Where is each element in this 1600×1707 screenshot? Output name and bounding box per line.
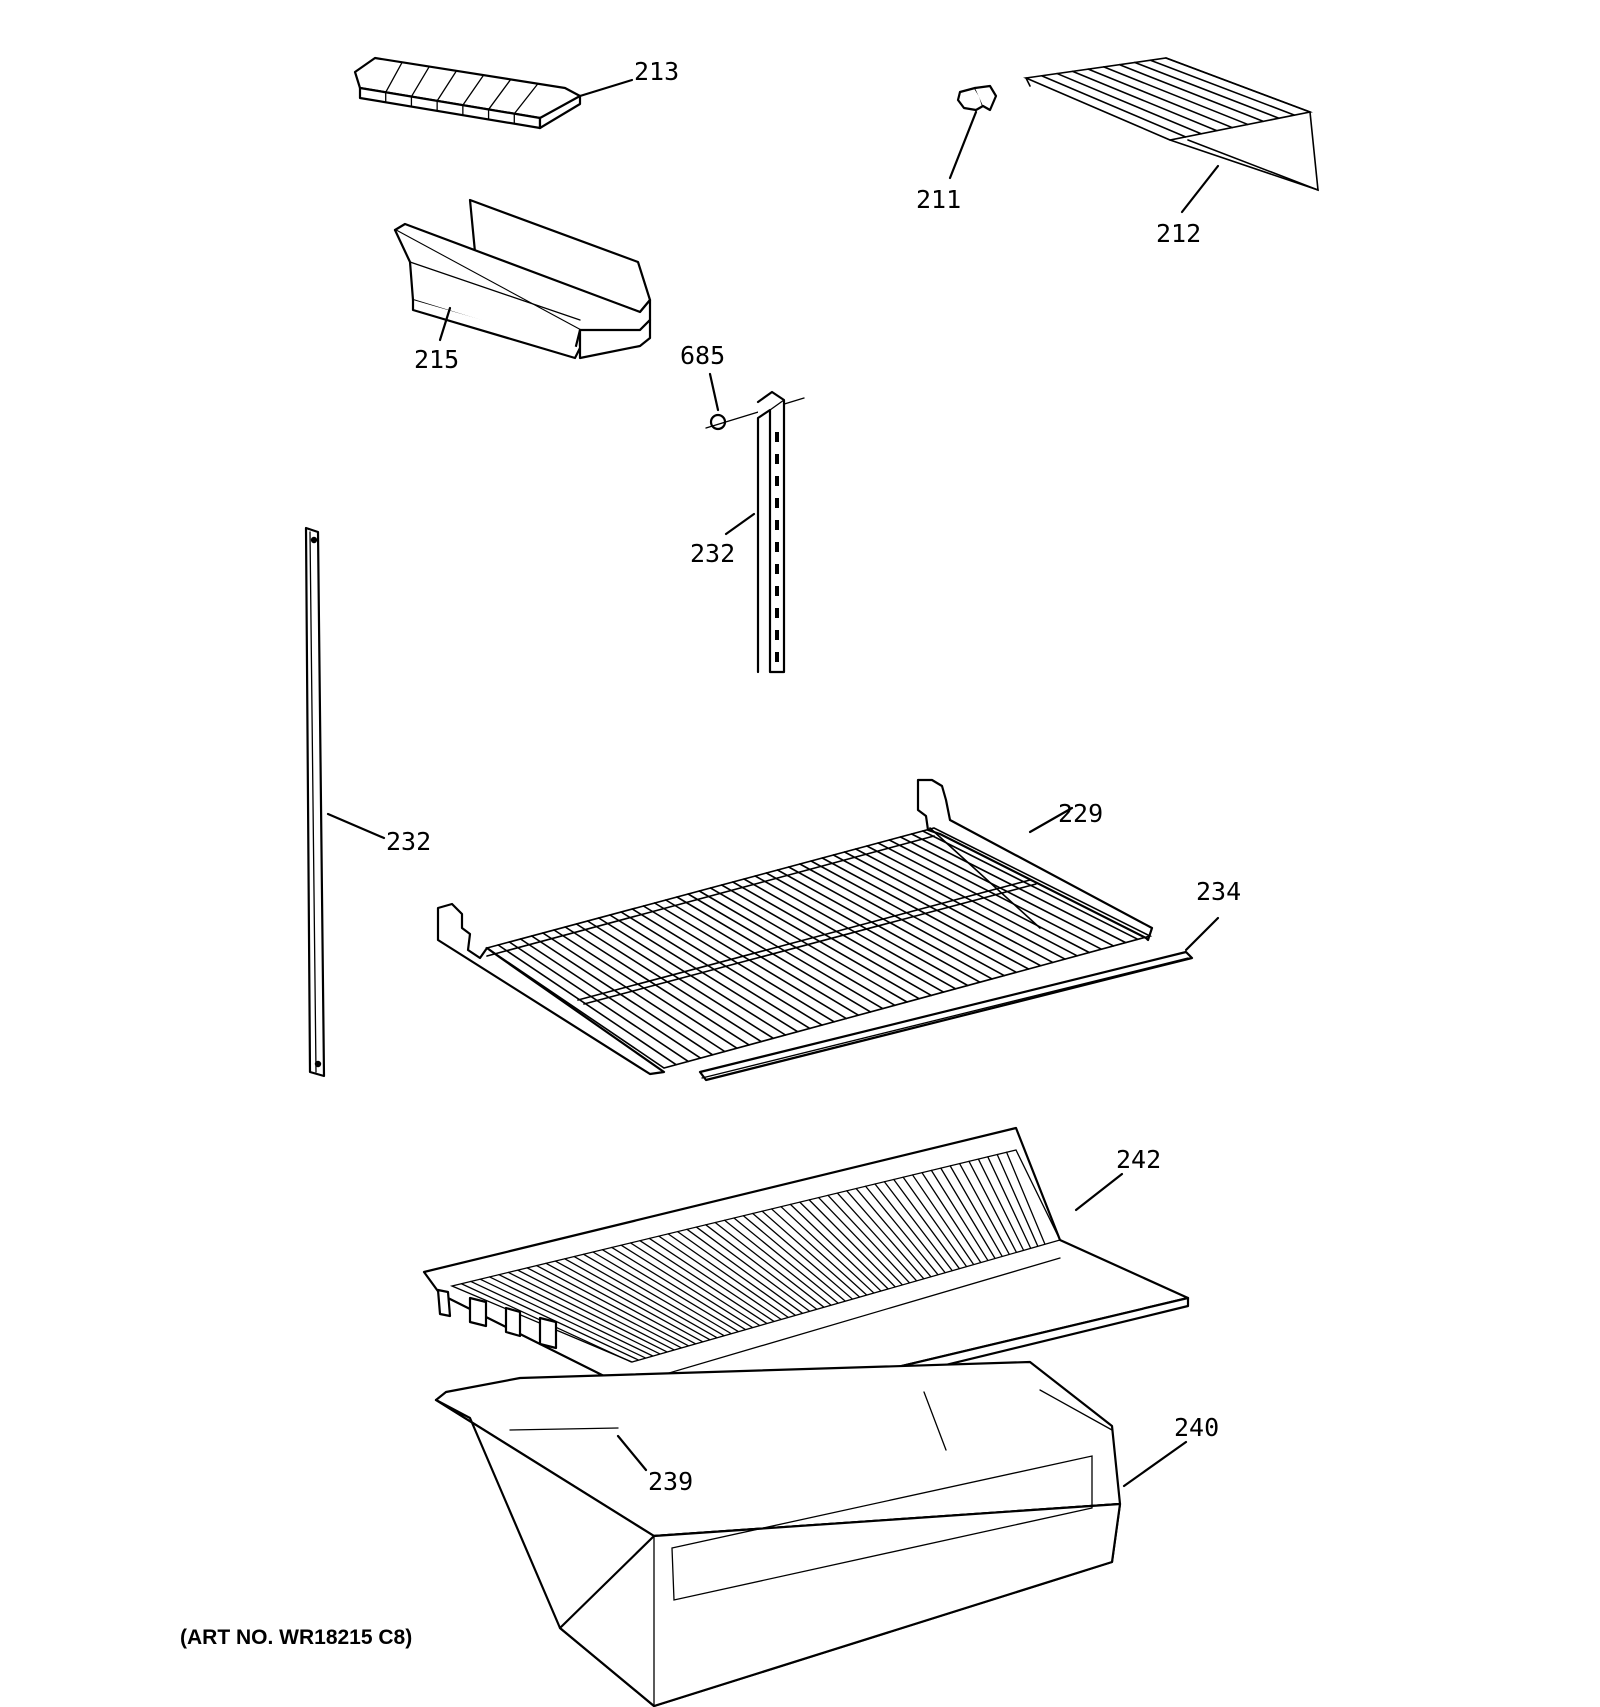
callout-232-upper: 232 bbox=[690, 539, 735, 568]
freezer-wire-shelf-part bbox=[1023, 57, 1319, 192]
wire-refrigerator-shelf-part bbox=[436, 778, 1154, 1076]
leader-213 bbox=[578, 78, 634, 98]
leader-lines bbox=[326, 78, 1220, 1488]
leader-232-left bbox=[326, 812, 386, 840]
shelf-stud-part bbox=[956, 84, 998, 112]
callout-232-left: 232 bbox=[386, 827, 431, 856]
callout-242: 242 bbox=[1116, 1145, 1161, 1174]
ice-tray-part bbox=[353, 56, 582, 130]
leader-685 bbox=[708, 372, 720, 412]
leader-234 bbox=[1184, 916, 1220, 952]
callout-234: 234 bbox=[1196, 877, 1241, 906]
callout-215: 215 bbox=[414, 345, 459, 374]
callout-239: 239 bbox=[648, 1467, 693, 1496]
crisper-drawer-part bbox=[434, 1360, 1122, 1707]
leader-242 bbox=[1074, 1172, 1124, 1212]
callout-213: 213 bbox=[634, 57, 679, 86]
callout-212: 212 bbox=[1156, 219, 1201, 248]
leader-240 bbox=[1122, 1440, 1188, 1488]
callout-240: 240 bbox=[1174, 1413, 1219, 1442]
freezer-bin-part bbox=[393, 198, 652, 360]
callout-211: 211 bbox=[916, 185, 961, 214]
leader-229 bbox=[1028, 806, 1074, 834]
leader-212 bbox=[1180, 164, 1220, 214]
callout-229: 229 bbox=[1058, 799, 1103, 828]
art-number: (ART NO. WR18215 C8) bbox=[180, 1626, 412, 1649]
leader-232-upper bbox=[724, 512, 756, 536]
leader-239 bbox=[616, 1434, 648, 1472]
leader-215 bbox=[438, 306, 452, 342]
upper-shelf-rail-part bbox=[756, 390, 786, 674]
callout-685: 685 bbox=[680, 341, 725, 370]
screw-part bbox=[705, 397, 805, 431]
left-shelf-rail-part bbox=[304, 526, 326, 1078]
leader-211 bbox=[948, 110, 978, 180]
shelf-trim-strip-part bbox=[698, 950, 1194, 1082]
